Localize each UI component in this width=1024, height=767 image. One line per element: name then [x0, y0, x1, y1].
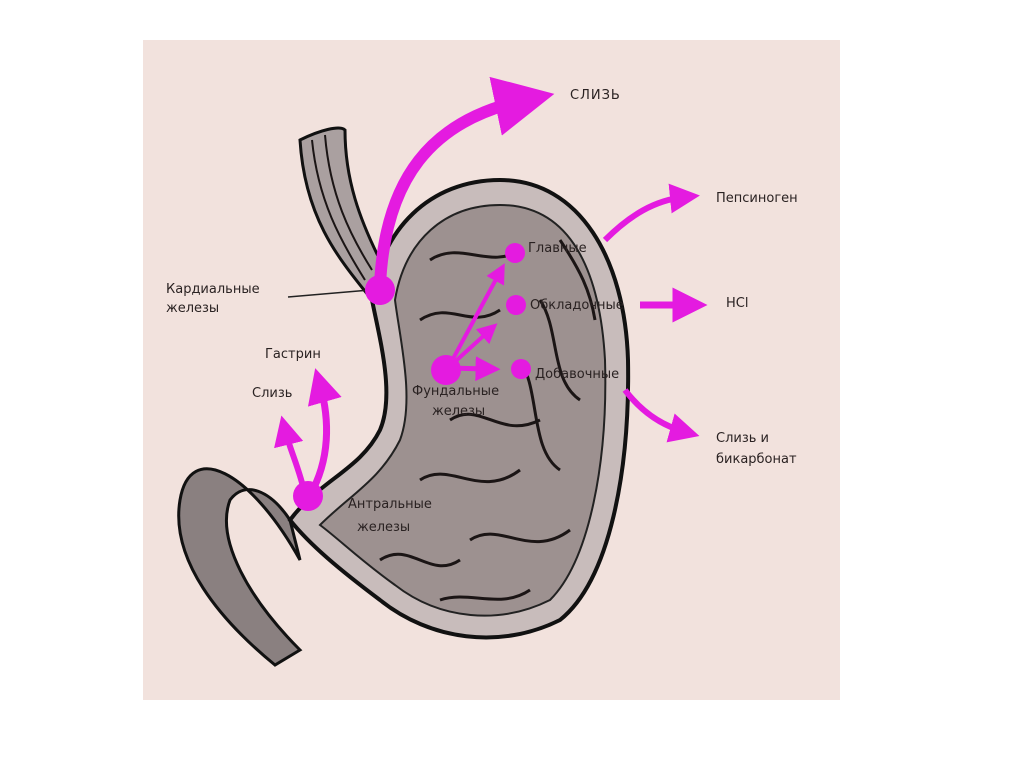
- label-antral-glands-2: железы: [357, 520, 411, 535]
- label-cardiac-glands-1: Кардиальные: [166, 282, 260, 297]
- label-gastrin: Гастрин: [265, 347, 321, 362]
- label-fundic-glands-2: железы: [432, 404, 486, 419]
- cardiac-pointer-line: [287, 289, 371, 298]
- label-cardiac-glands-2: железы: [166, 301, 220, 316]
- accessory-cell-dot: [511, 359, 531, 379]
- stomach-folds: [379, 239, 597, 602]
- label-pepsinogen: Пепсиноген: [716, 191, 798, 206]
- stomach-inner-wall: [318, 203, 607, 617]
- gland-dots: [293, 243, 531, 511]
- parietal-cell-dot: [506, 295, 526, 315]
- label-antral-glands-1: Антральные: [348, 497, 432, 512]
- fundic-gland-dot: [431, 355, 461, 385]
- label-mucus-bicarbonate-2: бикарбонат: [716, 452, 797, 467]
- duodenum: [177, 467, 303, 667]
- label-chief-cells: Главные: [528, 241, 587, 256]
- label-accessory-cells: Добавочные: [535, 367, 620, 382]
- antral-gland-dot: [293, 481, 323, 511]
- chief-cell-dot: [505, 243, 525, 263]
- label-parietal-cells: Обкладочные: [530, 298, 624, 313]
- label-mucus-left: Слизь: [252, 386, 293, 401]
- label-mucus-top: СЛИЗЬ: [570, 88, 621, 103]
- label-hcl: HCl: [726, 296, 749, 311]
- label-fundic-glands-1: Фундальные: [412, 384, 500, 399]
- esophagus: [298, 126, 382, 304]
- label-mucus-bicarbonate-1: Слизь и: [716, 431, 769, 446]
- cardiac-gland-dot: [365, 275, 395, 305]
